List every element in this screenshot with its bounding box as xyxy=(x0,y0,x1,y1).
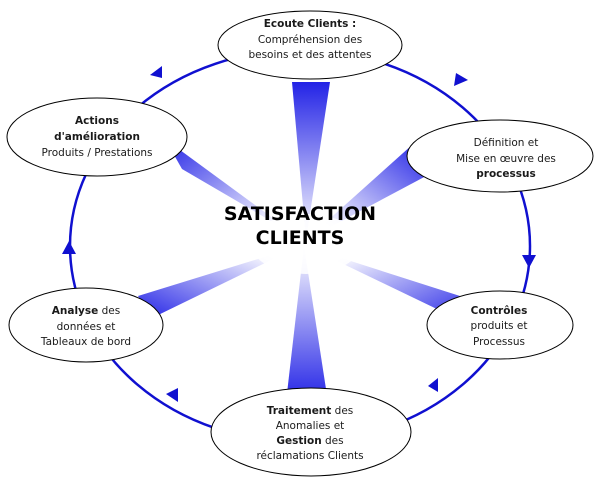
node-ecoute-clients: Ecoute Clients : Compréhension des besoi… xyxy=(217,10,403,80)
arrow-head xyxy=(150,66,162,78)
arrow-head xyxy=(428,378,438,392)
node-definition-line3: processus xyxy=(476,168,535,180)
node-traitement-title-bold: Traitement xyxy=(267,405,332,417)
node-definition-line2: Mise en œuvre des xyxy=(456,153,556,165)
node-actions-line1: Actions xyxy=(75,115,119,127)
node-traitement-line3: Gestion des xyxy=(276,435,343,447)
node-ecoute-title: Ecoute Clients : xyxy=(264,18,357,30)
node-traitement: Traitement des Anomalies et Gestion des … xyxy=(210,387,412,477)
node-traitement-title-rest: des xyxy=(331,405,353,417)
node-traitement-line2: Anomalies et xyxy=(276,420,345,432)
arrow-head xyxy=(522,255,536,268)
node-traitement-line1: Traitement des xyxy=(267,405,354,417)
arrow-head xyxy=(454,73,468,86)
spoke-lower-right xyxy=(310,248,468,324)
star-spokes xyxy=(138,82,468,402)
node-analyse-line1: Analyse des xyxy=(52,305,120,317)
node-analyse-line3: Tableaux de bord xyxy=(40,336,131,348)
node-ecoute-line3: besoins et des attentes xyxy=(248,49,371,61)
arrow-head xyxy=(62,241,76,254)
node-controles-line2: produits et xyxy=(471,320,528,332)
spoke-upper-left xyxy=(165,139,300,238)
node-actions-line3: Produits / Prestations xyxy=(42,147,153,159)
node-traitement-gestion-bold: Gestion xyxy=(276,435,321,447)
spoke-lower-left xyxy=(138,246,300,318)
node-analyse: Analyse des données et Tableaux de bord xyxy=(8,287,164,363)
node-analyse-title-rest: des xyxy=(98,305,120,317)
node-ecoute-line2: Compréhension des xyxy=(258,34,362,46)
spoke-top xyxy=(292,82,330,240)
center-title-line2: CLIENTS xyxy=(256,227,345,249)
node-traitement-gestion-rest: des xyxy=(322,435,344,447)
node-analyse-title-bold: Analyse xyxy=(52,305,99,317)
cycle-arrows xyxy=(62,66,536,402)
center-title-line1: SATISFACTION xyxy=(224,203,376,225)
node-controles-line3: Processus xyxy=(473,336,525,348)
node-definition-line1: Définition et xyxy=(474,137,539,149)
node-definition: Définition et Mise en œuvre des processu… xyxy=(406,119,594,193)
arrow-head xyxy=(166,388,178,402)
node-controles-title: Contrôles xyxy=(471,305,528,317)
spoke-bottom xyxy=(286,246,328,402)
node-traitement-line4: réclamations Clients xyxy=(256,450,363,462)
spoke-upper-right xyxy=(306,145,428,240)
node-actions: Actions d'amélioration Produits / Presta… xyxy=(6,97,188,177)
node-analyse-line2: données et xyxy=(57,321,116,333)
node-controles: Contrôles produits et Processus xyxy=(426,290,574,360)
node-actions-line2: d'amélioration xyxy=(54,131,140,143)
